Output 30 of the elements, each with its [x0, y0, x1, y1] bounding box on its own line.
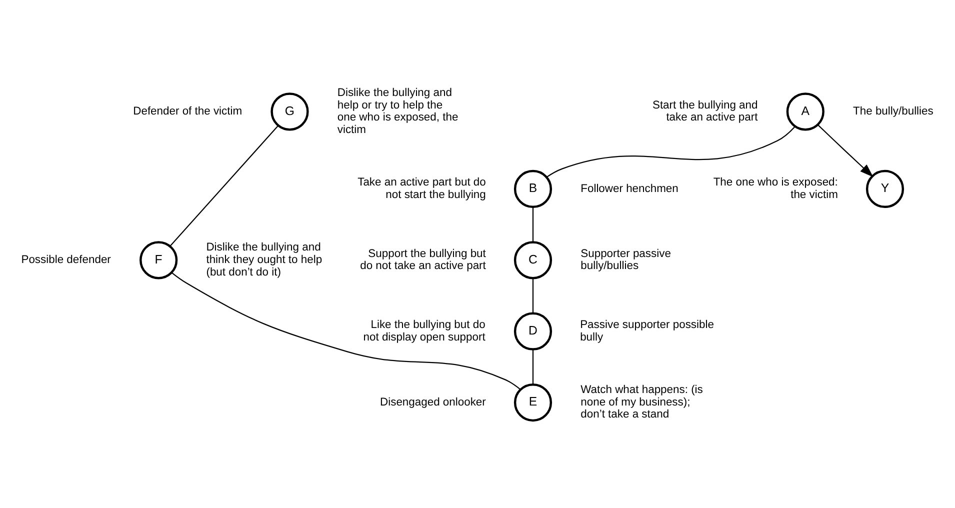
node-label: Passive supporter possible bully: [580, 318, 714, 344]
connector: [532, 278, 534, 314]
connector: [546, 126, 796, 178]
node-label: Supporter passive bully/bullies: [580, 248, 671, 272]
node-label: Take an active part but do not start the bullying: [358, 176, 486, 201]
connector: [532, 350, 534, 385]
node-label: Defender of the victim: [133, 105, 242, 118]
node-circle: F: [140, 241, 178, 280]
node-label: Disengaged onlooker: [380, 396, 486, 408]
node-label: Follower henchmen: [580, 182, 678, 195]
connector: [532, 207, 534, 242]
node-label: Possible defender: [21, 254, 111, 266]
node-circle: Y: [866, 170, 904, 208]
node-label: Dislike the bullying and think they ought to help (but don’t do it): [206, 242, 322, 278]
node-circle: A: [786, 92, 824, 131]
node-label: Watch what happens: (is none of my business); don’t take a stand: [580, 384, 703, 421]
node-label: Like the bullying but do not display open support: [363, 318, 486, 344]
node-label: The one who is exposed: the victim: [713, 176, 838, 201]
node-circle: G: [270, 92, 309, 131]
arrow: [817, 124, 874, 178]
node-label: Support the bullying but do not take an active part: [360, 248, 486, 272]
connector: [170, 125, 279, 247]
node-circle: E: [514, 383, 552, 422]
node-label: The bully/bullies: [853, 105, 934, 118]
node-label: Dislike the bullying and help or try to help the one who is exposed, the victim: [337, 86, 458, 136]
node-circle: B: [514, 170, 552, 208]
connector: [171, 272, 521, 390]
node-circle: D: [514, 312, 552, 350]
node-label: Start the bullying and take an active part: [652, 99, 758, 124]
node-circle: C: [514, 241, 552, 280]
